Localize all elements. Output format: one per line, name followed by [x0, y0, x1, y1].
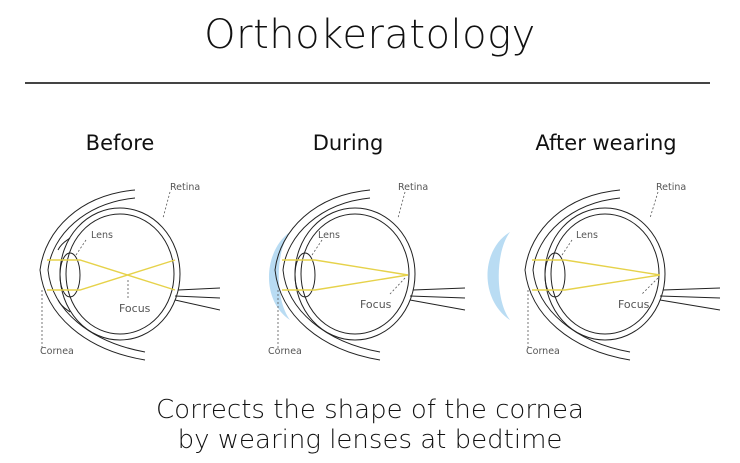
caption: Corrects the shape of the cornea by wear… — [0, 395, 740, 455]
caption-line-1: Corrects the shape of the cornea — [156, 395, 584, 425]
eye-diagram-during: Retina Lens Focus Cornea — [268, 182, 466, 361]
page-title: Orthokeratology — [204, 12, 536, 58]
panel-label-before: Before — [85, 131, 155, 155]
contact-lens-icon — [268, 232, 290, 320]
label-retina: Retina — [398, 182, 428, 193]
label-lens: Lens — [91, 230, 113, 241]
removed-contact-lens-icon — [487, 232, 510, 320]
panel-label-after: After wearing — [535, 131, 677, 155]
label-focus: Focus — [618, 298, 650, 311]
eye-diagram-before: Retina Lens Focus Cornea — [39, 182, 220, 361]
label-lens: Lens — [576, 230, 598, 241]
label-retina: Retina — [170, 182, 200, 193]
label-cornea: Cornea — [268, 346, 302, 357]
label-cornea: Cornea — [40, 346, 74, 357]
title-divider — [25, 82, 710, 84]
panel-label-during: During — [312, 131, 384, 155]
label-retina: Retina — [656, 182, 686, 193]
eye-diagram-after: Retina Lens Focus Cornea — [487, 182, 721, 361]
label-focus: Focus — [119, 302, 151, 315]
label-focus: Focus — [360, 298, 392, 311]
label-cornea: Cornea — [526, 346, 560, 357]
label-lens: Lens — [318, 230, 340, 241]
caption-line-2: by wearing lenses at bedtime — [177, 425, 563, 455]
